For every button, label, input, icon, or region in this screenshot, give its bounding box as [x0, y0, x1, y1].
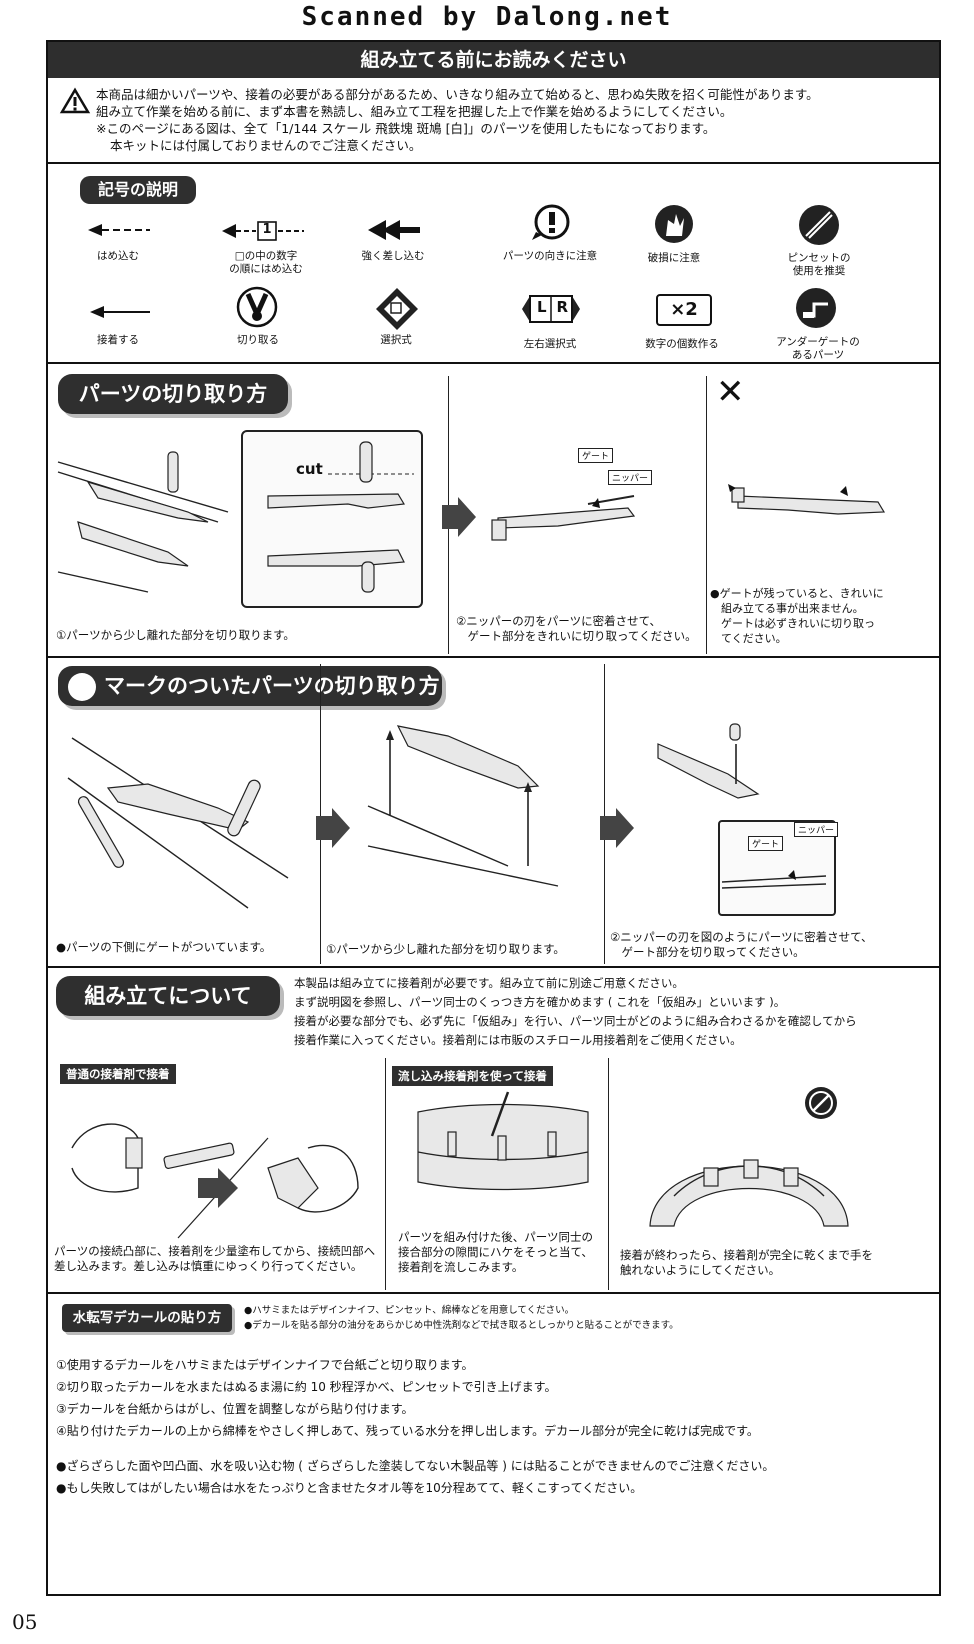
- assembly-line-2: まず説明図を参照し、パーツ同士のくっつき方を確かめます ( これを「仮組み」とい…: [294, 995, 786, 1009]
- symbol-label-cut: 切り取る: [237, 334, 279, 346]
- marked-caption-3: ②ニッパーの刃を図のようにパーツに密着させて、 ゲート部分を切り取ってください。: [610, 930, 873, 959]
- symbol-label-press-fit: はめ込む: [97, 250, 139, 262]
- solid-arrow-icon: [90, 306, 150, 318]
- dashed-arrow-icon: [88, 224, 150, 236]
- numbered-arrow-number: 1: [262, 222, 272, 237]
- assembly-line-4: 接着作業に入ってください。接着剤には市販のスチロール用接着剤をご使用ください。: [294, 1033, 742, 1047]
- assembly-line-1: 本製品は組み立てに接着剤が必要です。組み立て前に別途ご用意ください。: [294, 976, 684, 990]
- zoom-inset: [241, 430, 423, 608]
- symbol-label-numbered: □の中の数字 の順にはめ込む: [229, 250, 303, 275]
- scan-header: Scanned by Dalong.net: [301, 2, 673, 32]
- dry-caption: 接着が終わったら、接着剤が完全に乾くまで手を 触れないようにしてください。: [620, 1248, 873, 1277]
- numbered-arrow-icon: [222, 221, 304, 241]
- gate-remaining-illustration: [728, 484, 886, 515]
- read-before-title: 組み立てる前にお読みください: [48, 42, 939, 78]
- cut-label: cut: [296, 460, 323, 478]
- next-step-arrow-icon: [442, 497, 476, 537]
- read-before-line-1: 本商品は細かいパーツや、接着の必要がある部分があるため、いきなり組み立て始めると…: [96, 87, 819, 102]
- marked-caption-2: ①パーツから少し離れた部分を切り取ります。: [326, 942, 565, 956]
- multiply-icon: ×2: [656, 294, 712, 326]
- nipper-icon: [236, 286, 278, 328]
- marked-caption-1: ●パーツの下側にゲートがついています。: [56, 940, 272, 954]
- read-before-line-4: 本キットには付属しておりませんのでご注意ください。: [110, 138, 422, 153]
- exclamation-bubble-icon: [532, 204, 570, 240]
- flow-glue-illustration: [417, 1091, 589, 1191]
- cutting-title: パーツの切り取り方: [58, 374, 288, 414]
- read-before-line-3: ※このページにある図は、全て「1/144 スケール 飛鉄塊 斑鳩 [白]」のパー…: [96, 121, 716, 136]
- undergate-icon: [796, 288, 836, 328]
- assembled-track-illustration: [649, 1159, 849, 1227]
- undergate-runner-illustration: [67, 737, 289, 909]
- marked-title-text: マークのついたパーツの切り取り方: [104, 674, 440, 698]
- decal-step-4: ④貼り付けたデカールの上から綿棒をやさしく押しあて、残っている水分を押し出します…: [56, 1424, 759, 1438]
- flow-glue-tag: 流し込み接着剤を使って接着: [392, 1066, 553, 1086]
- symbol-label-undergate: アンダーゲートの あるパーツ: [776, 336, 860, 361]
- read-before-line-2: 組み立て作業を始める前に、まず本書を熟読し、組み立て工程を把握した上で作業を始め…: [96, 104, 733, 119]
- decal-note-1: ●ハサミまたはデザインナイフ、ピンセット、綿棒などを用意してください。: [244, 1305, 575, 1316]
- cutting-step-1: ①パーツから少し離れた部分を切り取ります。: [56, 628, 295, 642]
- symbols-title: 記号の説明: [80, 176, 196, 204]
- assembly-title: 組み立てについて: [56, 976, 280, 1016]
- decal-warning-1: ●ざらざらした面や凹凸面、水を吸い込む物 ( ざらざらした塗装してない木製品等 …: [56, 1459, 775, 1473]
- undergate-title-icon: [68, 673, 96, 701]
- tweezers-icon: [799, 205, 839, 245]
- symbol-label-orientation: パーツの向きに注意: [502, 250, 598, 262]
- zoom-inset-drawing: [267, 441, 414, 593]
- select-diamond-icon: [376, 288, 418, 330]
- decal-step-1: ①使用するデカールをハサミまたはデザインナイフで台紙ごと切り取ります。: [56, 1358, 474, 1372]
- next-step-arrow-icon-3: [600, 808, 634, 848]
- decal-step-3: ③デカールを台紙からはがし、位置を調整しながら貼り付けます。: [56, 1402, 414, 1416]
- double-arrow-icon: [368, 220, 420, 240]
- decal-step-2: ②切り取ったデカールを水またはぬるま湯に約 10 秒程浮かべ、ピンセットで引き上…: [56, 1380, 557, 1394]
- symbol-label-count: 数字の個数作る: [645, 338, 719, 350]
- cutting-note: ●ゲートが残っていると、きれいに 組み立てる事が出来ません。 ゲートは必ずきれい…: [710, 587, 884, 645]
- glue-apply-illustration: [71, 1123, 359, 1239]
- next-step-arrow-icon-2: [316, 808, 350, 848]
- gate-callout: ゲート: [578, 448, 614, 463]
- warning-icon: [59, 87, 91, 114]
- symbol-label-select: 選択式: [380, 334, 412, 346]
- assembly-line-3: 接着が必要な部分でも、必ず先に「仮組み」を行い、パーツ同士がどのように組み合わさ…: [294, 1014, 857, 1028]
- breakage-icon: [655, 205, 693, 243]
- nipper-close-illustration: [491, 495, 636, 541]
- normal-glue-caption: パーツの接続凸部に、接着剤を少量塗布してから、接続凹部へ 差し込みます。差し込み…: [54, 1244, 376, 1273]
- runner-illustration: [57, 451, 229, 593]
- page-number: 05: [12, 1610, 38, 1634]
- undergate-nipper-callout: ニッパー: [794, 822, 839, 837]
- undergate-cut-illustration: [367, 725, 559, 887]
- cutting-step-2: ②ニッパーの刃をパーツに密着させて、 ゲート部分をきれいに切り取ってください。: [456, 614, 697, 643]
- no-touch-icon: [805, 1087, 837, 1119]
- flow-glue-caption: パーツを組み付けた後、パーツ同士の 接合部分の隙間にハケをそっと当て、 接着剤を…: [398, 1230, 594, 1274]
- undergate-final-illustration: [657, 723, 760, 799]
- instruction-frame: 組み立てる前にお読みください 本商品は細かいパーツや、接着の必要がある部分がある…: [46, 40, 941, 1596]
- symbol-label-tweezers: ピンセットの 使用を推奨: [787, 252, 851, 277]
- marked-title: マークのついたパーツの切り取り方: [58, 666, 442, 706]
- symbol-label-breakage: 破損に注意: [647, 252, 701, 264]
- decal-note-2: ●デカールを貼る部分の油分をあらかじめ中性洗剤などで拭き取るとしっかりと貼ること…: [244, 1320, 679, 1331]
- left-right-select-icon: [522, 295, 580, 323]
- symbol-label-push-in: 強く差し込む: [361, 250, 425, 262]
- decal-warning-2: ●もし失敗してはがしたい場合は水をたっぷりと含ませたタオル等を10分程あてて、軽…: [56, 1481, 643, 1495]
- normal-glue-tag: 普通の接着剤で接着: [60, 1064, 176, 1084]
- undergate-zoom-drawing: [721, 870, 827, 889]
- incorrect-cross-icon: ✕: [716, 372, 745, 412]
- left-right-letters: LR: [537, 298, 579, 316]
- symbol-label-glue: 接着する: [97, 334, 139, 346]
- undergate-gate-callout: ゲート: [748, 836, 784, 851]
- symbol-label-lr-select: 左右選択式: [523, 338, 577, 350]
- decal-title: 水転写デカールの貼り方: [62, 1304, 232, 1332]
- nipper-callout: ニッパー: [608, 470, 653, 485]
